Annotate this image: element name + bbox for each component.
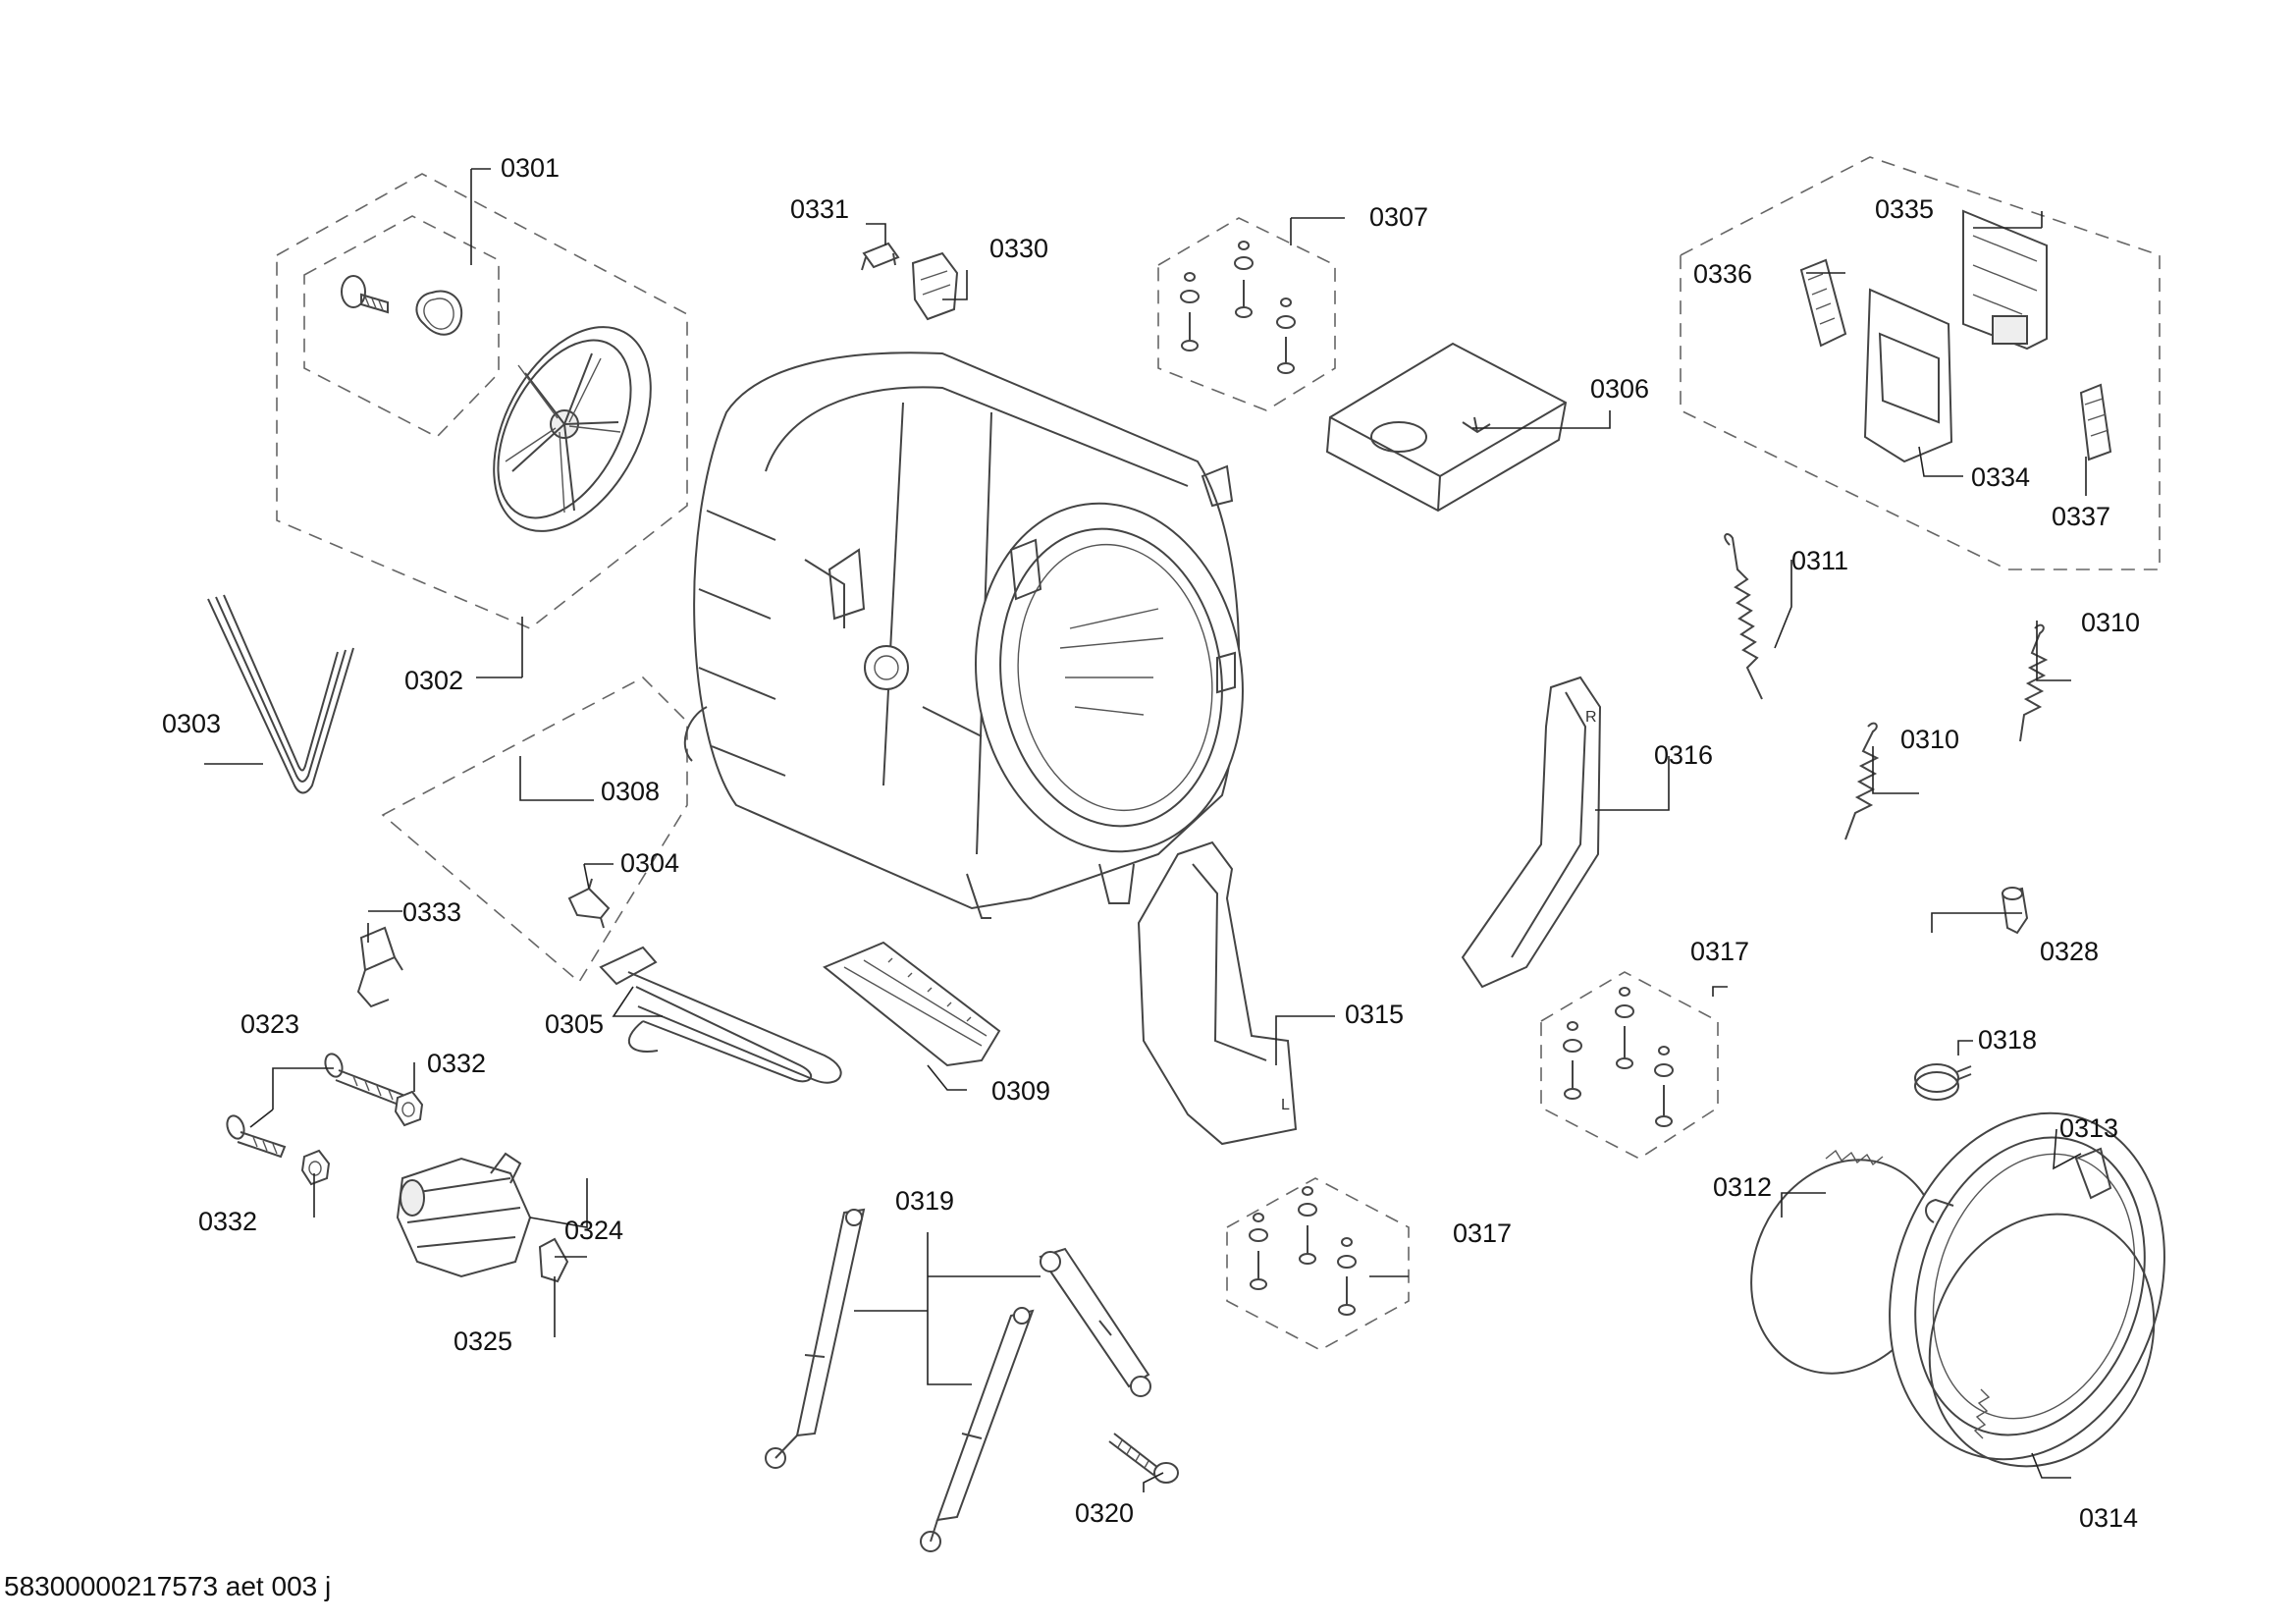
label-0337: 0337 [2052,502,2110,531]
label-0309: 0309 [991,1076,1050,1106]
label-0323: 0323 [240,1009,299,1039]
connector-strip-right [2079,383,2112,461]
part-labels: 0301 0302 0303 0304 0305 0306 0307 0308 … [162,153,2140,1533]
group-outline-screws-bottom [1226,1177,1410,1351]
shock-absorber-2 [920,1307,1035,1552]
label-0334: 0334 [1971,462,2030,492]
spring-0311 [1724,533,1763,700]
pulley-wheel-part [493,326,652,532]
clip-0325 [538,1237,569,1283]
label-0325: 0325 [454,1326,512,1356]
small-valve-part [2001,887,2029,935]
pulley-washer-part [415,290,463,336]
document-id: 58300000217573 aet 003 j [4,1571,332,1601]
bolt-0320 [1108,1433,1179,1484]
label-0332-a: 0332 [427,1049,486,1078]
spring-0310-right [2019,623,2049,742]
label-0332-b: 0332 [198,1207,257,1236]
leader-lines [204,168,2087,1492]
label-0330: 0330 [989,234,1048,263]
label-0307: 0307 [1369,202,1428,232]
label-0318: 0318 [1978,1025,2037,1055]
door-seal-wire-0314 [1928,1213,2156,1468]
screw-set-bottom [1249,1186,1357,1316]
nut-0332-lower [300,1149,331,1186]
right-bracket-part: R [1461,676,1602,989]
control-module-part [1962,209,2048,351]
nut-0332-upper [394,1090,424,1127]
label-0303: 0303 [162,709,221,738]
heater-element-0305 [599,946,842,1084]
label-0305: 0305 [545,1009,604,1039]
left-bracket-part: L [1137,840,1298,1146]
hose-clamp-part [1914,1063,1972,1101]
label-0336: 0336 [1693,259,1752,289]
drive-belt-part [207,594,354,794]
label-0317-b: 0317 [1453,1218,1512,1248]
group-outline-heater [381,677,688,984]
screw-set-mid [1563,987,1674,1127]
tub-clip-part [861,242,900,271]
group-outline-screws-mid [1540,971,1719,1160]
label-0315: 0315 [1345,1000,1404,1029]
bolt-0323-lower [226,1114,287,1159]
label-0331: 0331 [790,194,849,224]
tub-connector-part [911,251,959,321]
label-0319: 0319 [895,1186,954,1216]
label-0306: 0306 [1590,374,1649,404]
pump-motor-0324 [396,1152,532,1278]
label-0301: 0301 [501,153,560,183]
dispenser-cover-part [1325,342,1568,513]
label-0320: 0320 [1075,1498,1134,1528]
shock-absorber-3 [1039,1247,1151,1397]
spring-0310-left [1844,722,1880,840]
sensor-0304 [567,878,611,929]
group-outline-pulley-bolt [303,215,500,438]
label-0328: 0328 [2040,937,2099,966]
label-0324: 0324 [564,1216,623,1245]
label-0302: 0302 [404,666,463,695]
label-0314: 0314 [2079,1503,2138,1533]
pulley-bolt-part [341,275,389,314]
bolt-0323-upper [324,1053,404,1107]
group-outline-pulley [276,173,688,629]
module-holder-part [1863,288,1953,463]
holder-0333 [356,926,403,1008]
bracket-mark-right: R [1585,709,1597,726]
label-0317-a: 0317 [1690,937,1749,966]
door-seal-0313 [1889,1111,2165,1461]
label-0335: 0335 [1875,194,1934,224]
label-0310-b: 0310 [1900,725,1959,754]
shock-absorber-1 [765,1208,866,1469]
label-0310-a: 0310 [2081,608,2140,637]
group-outline-screws-top [1157,217,1336,411]
connector-strip-left [1799,258,1847,348]
label-0304: 0304 [620,848,679,878]
lint-filter-0309 [823,941,1001,1067]
label-0308: 0308 [601,777,660,806]
label-0312: 0312 [1713,1172,1772,1202]
label-0333: 0333 [402,897,461,927]
label-0316: 0316 [1654,740,1713,770]
bracket-mark-left: L [1281,1097,1290,1113]
label-0313: 0313 [2059,1113,2118,1143]
label-0311: 0311 [1791,546,1848,575]
screw-set-top [1180,241,1296,374]
washer-tub-part [683,352,1244,919]
group-outline-electronics [1680,156,2161,570]
